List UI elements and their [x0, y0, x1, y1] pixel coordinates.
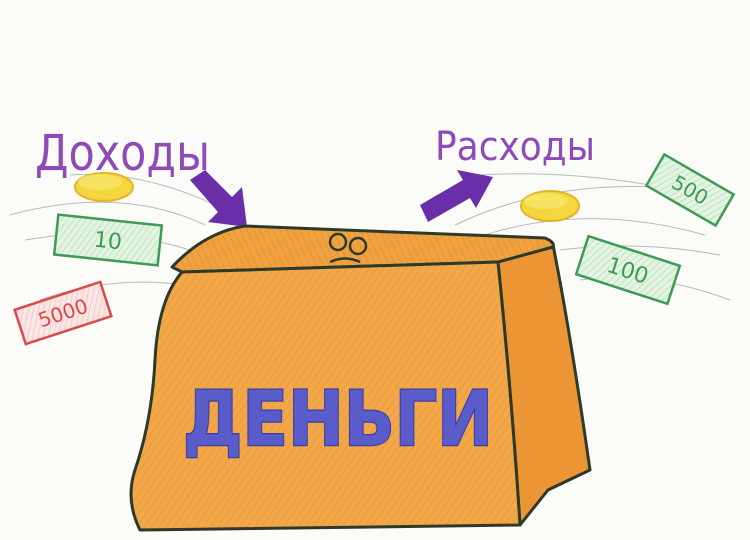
expense-motion-lines	[454, 173, 731, 301]
bag-front	[129, 260, 522, 532]
income-motion-lines	[9, 173, 216, 301]
arrow-in-icon	[190, 170, 247, 227]
banknote-10: 10	[52, 213, 164, 267]
coin-expense	[520, 190, 580, 222]
banknote-500: 500	[644, 152, 736, 228]
expenses-label: Расходы	[435, 124, 595, 170]
bag-label: ДЕНЬГИ	[183, 374, 493, 463]
banknote-100: 100	[574, 234, 682, 306]
money-bag: ДЕНЬГИ	[129, 224, 592, 532]
arrow-out-icon	[420, 170, 493, 222]
bag-top	[170, 224, 555, 274]
income-label: Доходы	[35, 124, 210, 182]
bag-clasp-icon	[328, 232, 368, 264]
banknote-10-value: 10	[93, 228, 123, 256]
banknote-5000: 5000	[13, 280, 113, 346]
coin-income	[74, 172, 134, 202]
